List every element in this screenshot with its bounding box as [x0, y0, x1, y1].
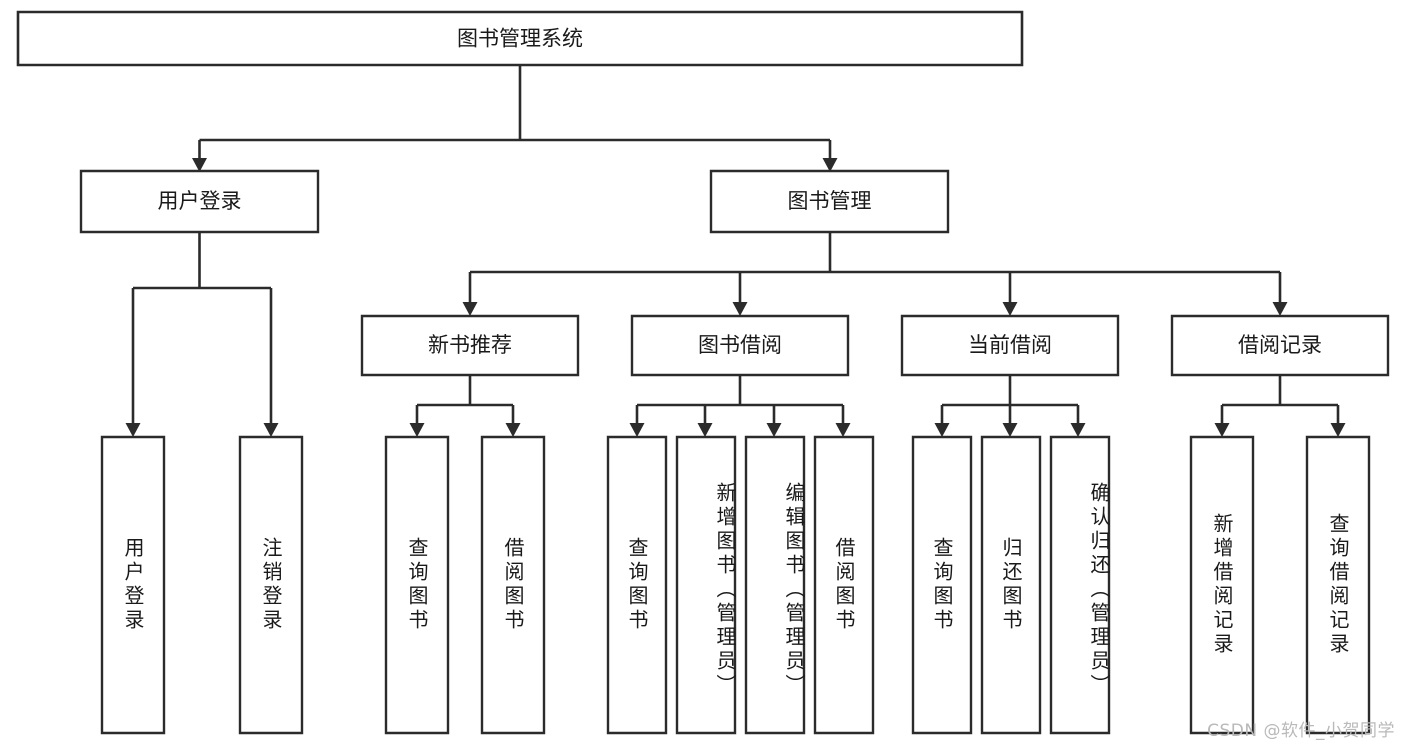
connector-group-newbook-to-leaves [409, 375, 521, 437]
leaf-box-new-book-1[interactable] [482, 437, 544, 733]
leaf-rects-book-borrow [608, 437, 873, 733]
csdn-watermark: CSDN @软件_小贺同学 [1207, 721, 1395, 741]
node-book-management[interactable]: 图书管理 [711, 171, 948, 232]
node-borrow-record[interactable]: 借阅记录 [1172, 316, 1388, 375]
leaf-box-book-borrow-0[interactable] [608, 437, 666, 733]
node-user-login[interactable]: 用户登录 [81, 171, 318, 232]
leaf-rects-new-book-recommend [386, 437, 544, 733]
connector-group-borrow-to-leaves [629, 375, 851, 437]
leaf-box-borrow-record-0[interactable] [1191, 437, 1253, 733]
connector-group-bookmgmt-to-level3 [462, 232, 1288, 316]
node-current-borrow-label: 当前借阅 [968, 333, 1052, 357]
node-current-borrow[interactable]: 当前借阅 [902, 316, 1118, 375]
leaf-rects-user-login [102, 437, 302, 733]
node-book-borrow[interactable]: 图书借阅 [632, 316, 848, 375]
connector-group-record-to-leaves [1214, 375, 1346, 437]
node-book-management-label: 图书管理 [788, 189, 872, 213]
connector-group-root-to-level2 [192, 65, 838, 172]
node-borrow-record-label: 借阅记录 [1238, 333, 1322, 357]
node-root-label: 图书管理系统 [457, 27, 583, 51]
leaf-rects-current-borrow [913, 437, 1109, 733]
leaf-box-borrow-record-1[interactable] [1307, 437, 1369, 733]
node-new-book-recommend-label: 新书推荐 [428, 333, 512, 357]
leaf-box-current-borrow-0[interactable] [913, 437, 971, 733]
leaf-box-user-login-0[interactable] [102, 437, 164, 733]
node-new-book-recommend[interactable]: 新书推荐 [362, 316, 578, 375]
leaf-box-user-login-1[interactable] [240, 437, 302, 733]
node-book-borrow-label: 图书借阅 [698, 333, 782, 357]
leaf-box-book-borrow-1[interactable] [677, 437, 735, 733]
leaf-box-book-borrow-2[interactable] [746, 437, 804, 733]
leaf-box-new-book-0[interactable] [386, 437, 448, 733]
leaf-box-book-borrow-3[interactable] [815, 437, 873, 733]
leaf-rects-borrow-record [1191, 437, 1369, 733]
leaf-box-current-borrow-1[interactable] [982, 437, 1040, 733]
connector-group-login-to-leaves [125, 232, 279, 437]
connector-group-current-to-leaves [934, 375, 1086, 437]
node-root[interactable]: 图书管理系统 [18, 12, 1022, 65]
leaf-box-current-borrow-2[interactable] [1051, 437, 1109, 733]
node-user-login-label: 用户登录 [158, 189, 242, 213]
